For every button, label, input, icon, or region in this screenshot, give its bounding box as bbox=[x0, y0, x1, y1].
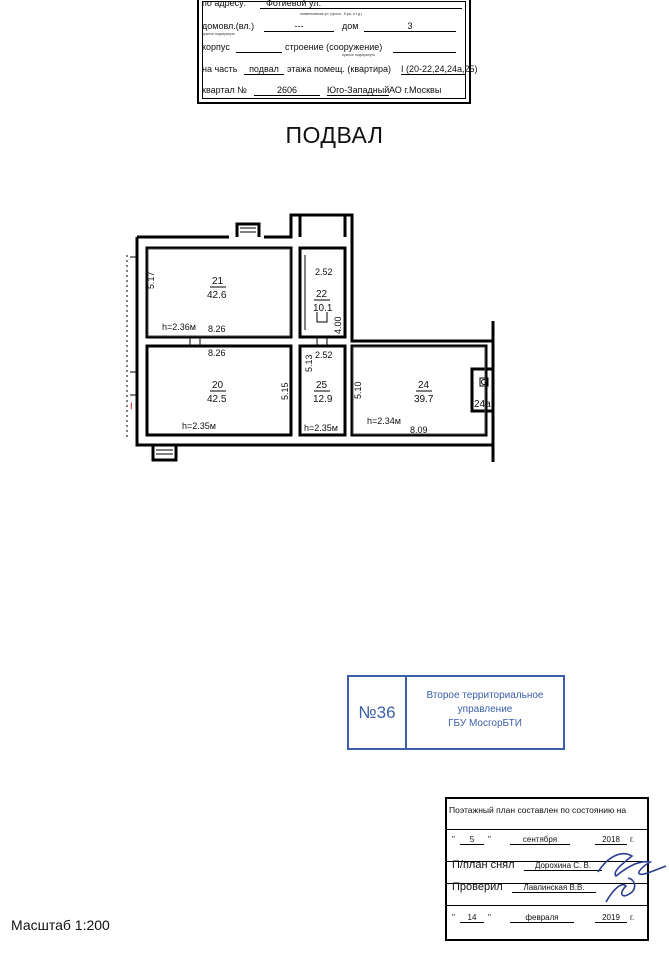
plan-walls bbox=[135, 213, 495, 462]
info-divider-4 bbox=[447, 905, 647, 906]
height-room-24: h=2.34м bbox=[367, 416, 401, 426]
date2-suffix: г. bbox=[630, 913, 635, 922]
domovl-note: нужное подчеркнуть bbox=[202, 32, 236, 36]
korpus-value bbox=[236, 43, 282, 53]
header-box bbox=[197, 0, 471, 104]
date2-quote-close: " bbox=[488, 913, 491, 922]
stroenie-value bbox=[393, 43, 456, 53]
stamp-line-3: ГБУ МосгорБТИ bbox=[448, 718, 522, 729]
dom-value: 3 bbox=[364, 22, 456, 32]
dim-517: 5.17 bbox=[146, 271, 156, 289]
plan-details bbox=[126, 227, 489, 455]
dim-826-bottom: 8.26 bbox=[208, 348, 226, 358]
room-24-inner bbox=[352, 346, 486, 435]
room-21-number: 21 bbox=[212, 276, 224, 287]
stroenie-note: нужное подчеркнуть bbox=[342, 53, 376, 57]
signature-graphic bbox=[597, 852, 667, 903]
date2-day: 14 bbox=[460, 914, 484, 923]
scale-label: Масштаб 1:200 bbox=[11, 917, 110, 933]
date1-suffix: г. bbox=[630, 835, 635, 844]
stamp-line-1: Второе территориальное bbox=[426, 690, 544, 701]
date2-quote-open: " bbox=[452, 913, 455, 922]
stamp-line-2: управление bbox=[457, 704, 513, 715]
surveyed-value: Дорохина С. В. bbox=[524, 862, 602, 871]
dim-515: 5.15 bbox=[280, 382, 290, 400]
checked-label: Проверил bbox=[452, 881, 503, 893]
dim-513: 5.13 bbox=[304, 354, 314, 372]
room-24-number: 24 bbox=[418, 380, 430, 391]
info-divider-1 bbox=[447, 829, 647, 830]
date2-month: февраля bbox=[510, 914, 574, 923]
room-22-area: 10.1 bbox=[313, 303, 333, 314]
height-room-20: h=2.35м bbox=[182, 421, 216, 431]
header-box-inner bbox=[202, 1, 466, 99]
info-divider-2 bbox=[447, 861, 647, 862]
room-20-area: 42.5 bbox=[207, 394, 227, 405]
date1-quote-open: " bbox=[452, 835, 455, 844]
domovl-label: домовл.(вл.) bbox=[202, 21, 255, 31]
date1-month: сентября bbox=[510, 836, 570, 845]
dim-826-top: 8.26 bbox=[208, 324, 226, 334]
floor-value: I (20-22,24,24а,25) bbox=[401, 64, 478, 75]
dim-252-bottom: 2.52 bbox=[315, 350, 333, 360]
dim-400: 4.00 bbox=[333, 316, 343, 334]
stamp-text: Второе территориальное управление ГБУ Мо… bbox=[407, 689, 563, 731]
stroenie-label: строение (сооружение) bbox=[285, 42, 383, 52]
stamp-number: №36 bbox=[349, 677, 407, 748]
address-value: Фотиевой ул. bbox=[260, 0, 462, 9]
room-20-number: 20 bbox=[212, 380, 224, 391]
address-label: по адресу: bbox=[202, 0, 247, 8]
kvartal-value: 2606 bbox=[254, 86, 320, 96]
dim-809: 8.09 bbox=[410, 425, 428, 435]
dim-252-top: 2.52 bbox=[315, 267, 333, 277]
address-note: наименование ул. (просп., б-ра, и т.д.) bbox=[300, 12, 363, 16]
room-25-number: 25 bbox=[316, 380, 328, 391]
dom-label: дом bbox=[342, 21, 359, 31]
info-box bbox=[445, 797, 649, 941]
surveyed-label: П/план снял bbox=[452, 859, 515, 871]
district-value: Юго-Западный bbox=[327, 85, 390, 96]
date1-day: 5 bbox=[460, 836, 484, 845]
room-21-area: 42.6 bbox=[207, 290, 227, 301]
checked-value: Лавлинская В.В. bbox=[512, 884, 596, 893]
height-room-21: h=2.36м bbox=[162, 322, 196, 332]
part-label: на часть bbox=[202, 64, 238, 74]
room-24a-number: 24а bbox=[474, 399, 491, 410]
room-25-area: 12.9 bbox=[313, 394, 333, 405]
date1-quote-close: " bbox=[488, 835, 491, 844]
page-title: ПОДВАЛ bbox=[285, 122, 384, 148]
date1-year: 2018 bbox=[595, 836, 627, 845]
dim-510: 5.10 bbox=[353, 381, 363, 399]
info-divider-3 bbox=[447, 883, 647, 884]
district-suffix: АО г.Москвы bbox=[389, 85, 442, 95]
part-value: подвал bbox=[244, 65, 284, 75]
mark-i: I bbox=[130, 401, 133, 411]
room-22-number: 22 bbox=[316, 289, 328, 300]
domovl-value: --- bbox=[264, 22, 334, 32]
floor-label: этажа помещ. (квартира) bbox=[287, 64, 392, 74]
kvartal-label: квартал № bbox=[202, 85, 247, 95]
bti-stamp: №36 Второе территориальное управление ГБ… bbox=[347, 675, 565, 750]
room-24-area: 39.7 bbox=[414, 394, 434, 405]
height-room-25: h=2.35м bbox=[304, 423, 338, 433]
room-21-inner bbox=[147, 248, 291, 337]
korpus-label: корпус bbox=[202, 42, 230, 52]
date2-year: 2019 bbox=[595, 914, 627, 923]
info-heading: Поэтажный план составлен по состоянию на bbox=[449, 805, 627, 815]
